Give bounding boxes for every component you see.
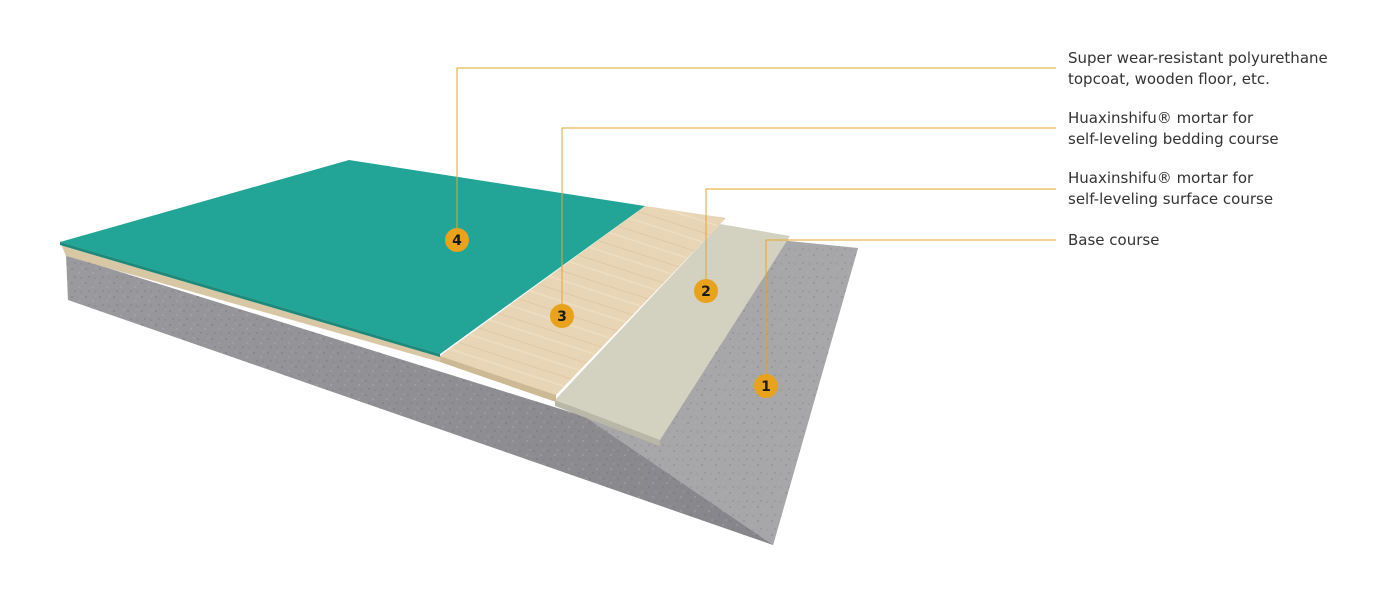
- layer-1-label: Base course: [1068, 230, 1159, 251]
- layer-3-label-line-1: Huaxinshifu® mortar for: [1068, 109, 1254, 127]
- badge-1: 1: [754, 374, 778, 398]
- base-course-texture: [560, 238, 858, 545]
- layer-4-label: Super wear-resistant polyurethane topcoa…: [1068, 48, 1328, 90]
- svg-text:4: 4: [452, 233, 462, 249]
- topcoat-edge: [60, 242, 440, 357]
- layer-2-label: Huaxinshifu® mortar for self-leveling su…: [1068, 168, 1273, 210]
- svg-text:1: 1: [761, 379, 771, 395]
- layer-2-label-line-1: Huaxinshifu® mortar for: [1068, 169, 1254, 187]
- badge-2: 2: [694, 279, 718, 303]
- leader-line-4: [456, 67, 1056, 240]
- layer-3-label: Huaxinshifu® mortar for self-leveling be…: [1068, 108, 1279, 150]
- layer-1-label-line-1: Base course: [1068, 231, 1160, 249]
- topcoat-surface: [60, 160, 645, 354]
- bedding-course-grain: [440, 206, 726, 395]
- bedding-course-edge: [440, 356, 556, 402]
- badge-4: 4: [445, 228, 469, 252]
- slab-front-texture: [66, 255, 773, 545]
- surface-course-edge: [555, 400, 660, 446]
- layer-4-label-line-1: Super wear-resistant polyurethane: [1068, 49, 1328, 67]
- svg-text:2: 2: [701, 284, 711, 300]
- layer-2-label-line-2: self-leveling surface course: [1068, 190, 1274, 208]
- layer-4-label-line-2: topcoat, wooden floor, etc.: [1068, 70, 1270, 88]
- leader-line-1: [765, 239, 1056, 386]
- svg-text:3: 3: [557, 309, 567, 325]
- leader-line-3: [561, 127, 1056, 316]
- surface-course-surface: [555, 224, 790, 440]
- layer-3-label-line-2: self-leveling bedding course: [1068, 130, 1279, 148]
- leader-line-2: [705, 188, 1056, 291]
- badge-3: 3: [550, 304, 574, 328]
